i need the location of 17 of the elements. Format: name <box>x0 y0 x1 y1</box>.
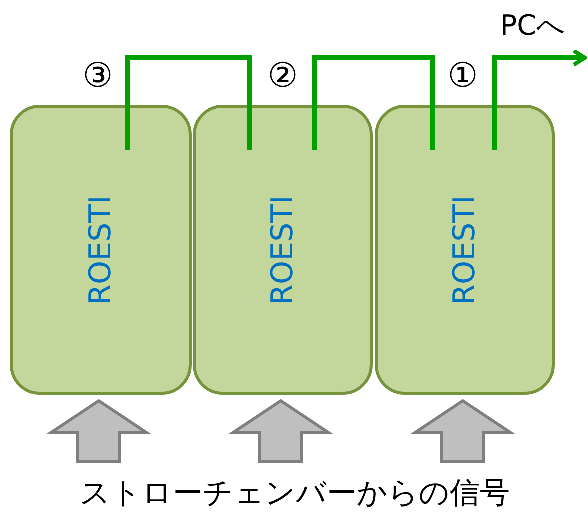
arrow <box>492 49 588 150</box>
circled-number: ① <box>446 58 480 94</box>
block-arrow <box>228 399 334 464</box>
box-label: ROESTI <box>266 195 300 305</box>
connector-line <box>312 56 436 150</box>
destination-text: PCへ <box>498 6 568 46</box>
box-label: ROESTI <box>84 195 118 305</box>
block-arrow <box>46 399 152 464</box>
signal-text: ストローチェンバーからの信号 <box>40 476 550 512</box>
connector-line <box>126 56 252 150</box>
circled-number: ③ <box>82 58 114 94</box>
block-arrow <box>410 399 516 464</box>
rounded-box <box>375 105 555 395</box>
rounded-box <box>10 105 192 395</box>
rounded-box <box>193 105 373 395</box>
box-label: ROESTI <box>448 195 482 305</box>
circled-number: ② <box>266 58 300 94</box>
